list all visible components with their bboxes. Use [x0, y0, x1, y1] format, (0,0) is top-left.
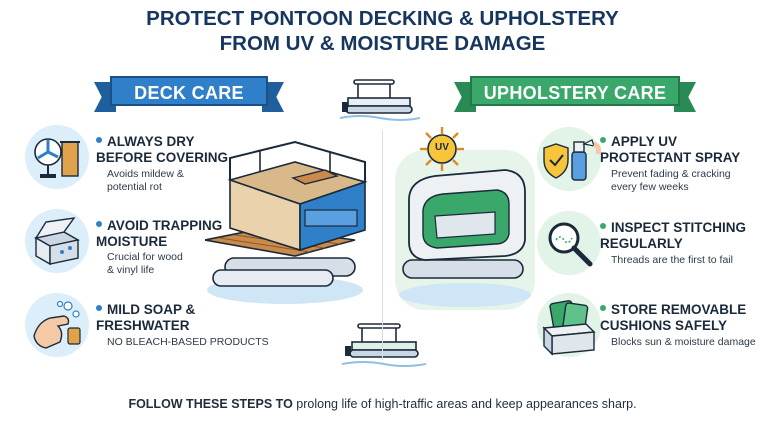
washing-hands-icon — [25, 293, 89, 357]
uv-spray-bottle-icon — [537, 127, 601, 191]
upholstery-care-banner: UPHOLSTERY CARE — [454, 76, 696, 112]
deck-item-3-subtext: NO BLEACH-BASED PRODUCTS — [107, 336, 269, 348]
page-title: PROTECT PONTOON DECKING & UPHOLSTERY FRO… — [0, 6, 765, 56]
title-line-1: PROTECT PONTOON DECKING & UPHOLSTERY — [146, 7, 619, 30]
deck-item-1-subtext: Avoids mildew &potential rot — [107, 168, 184, 193]
deck-care-banner: DECK CARE — [94, 76, 284, 112]
footer-note: FOLLOW THESE STEPS TO prolong life of hi… — [0, 397, 765, 411]
sun-icon — [420, 127, 464, 171]
deck-item-3-heading: MILD SOAP & FRESHWATER — [96, 302, 196, 333]
pontoon-boat-icon-top — [340, 79, 420, 121]
pontoon-deck-illustration — [205, 140, 368, 304]
upholstery-item-2-heading: INSPECT STITCHING REGULARLY — [600, 220, 747, 251]
title-line-2: FROM UV & MOISTURE DAMAGE — [219, 32, 546, 55]
footer-rest: prolong life of high-traffic areas and k… — [292, 397, 637, 411]
deck-care-banner-label: DECK CARE — [110, 76, 268, 106]
upholstery-item-2-subtext: Threads are the first to fail — [611, 254, 733, 266]
upholstery-item-1-heading: APPLY UV PROTECTANT SPRAY — [600, 134, 741, 165]
uv-label: UV — [435, 142, 449, 153]
center-divider — [382, 130, 383, 360]
deck-item-2-heading: AVOID TRAPPING MOISTURE — [96, 218, 223, 249]
upholstery-care-banner-label: UPHOLSTERY CARE — [470, 76, 680, 106]
magnifying-glass-icon — [537, 211, 601, 275]
upholstery-item-3-subtext: Blocks sun & moisture damage — [611, 336, 756, 348]
upholstery-seating-illustration — [395, 150, 535, 310]
footer-bold: FOLLOW THESE STEPS TO — [128, 397, 293, 411]
upholstery-item-3-heading: STORE REMOVABLE CUSHIONS SAFELY — [600, 302, 747, 333]
fan-towel-icon — [25, 125, 89, 189]
pontoon-boat-icon-bottom — [342, 323, 426, 367]
deck-item-2-subtext: Crucial for wood& vinyl life — [107, 251, 183, 276]
open-box-icon — [25, 209, 89, 273]
cushion-storage-box-icon — [537, 293, 601, 357]
deck-item-1-heading: ALWAYS DRY BEFORE COVERING — [96, 134, 229, 165]
